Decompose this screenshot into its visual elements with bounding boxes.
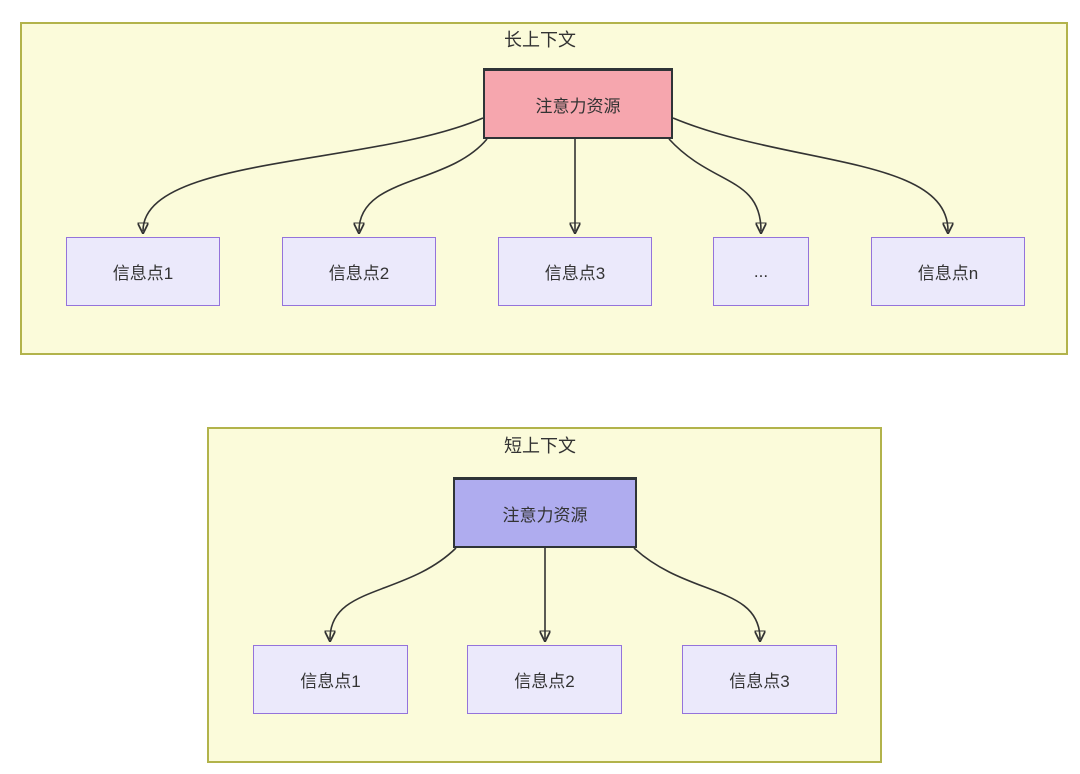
info-point-ellipsis-long: ...: [713, 237, 809, 306]
info-point-2-short: 信息点2: [467, 645, 622, 714]
short-context-title: 短上下文: [504, 436, 576, 456]
info-point-1-long: 信息点1: [66, 237, 220, 306]
info-point-n-long: 信息点n: [871, 237, 1025, 306]
attention-resource-node-long: 注意力资源: [483, 68, 673, 139]
info-point-1-short: 信息点1: [253, 645, 408, 714]
long-context-title: 长上下文: [504, 30, 576, 50]
info-point-3-short: 信息点3: [682, 645, 837, 714]
attention-resource-node-short: 注意力资源: [453, 477, 637, 548]
info-point-2-long: 信息点2: [282, 237, 436, 306]
info-point-3-long: 信息点3: [498, 237, 652, 306]
